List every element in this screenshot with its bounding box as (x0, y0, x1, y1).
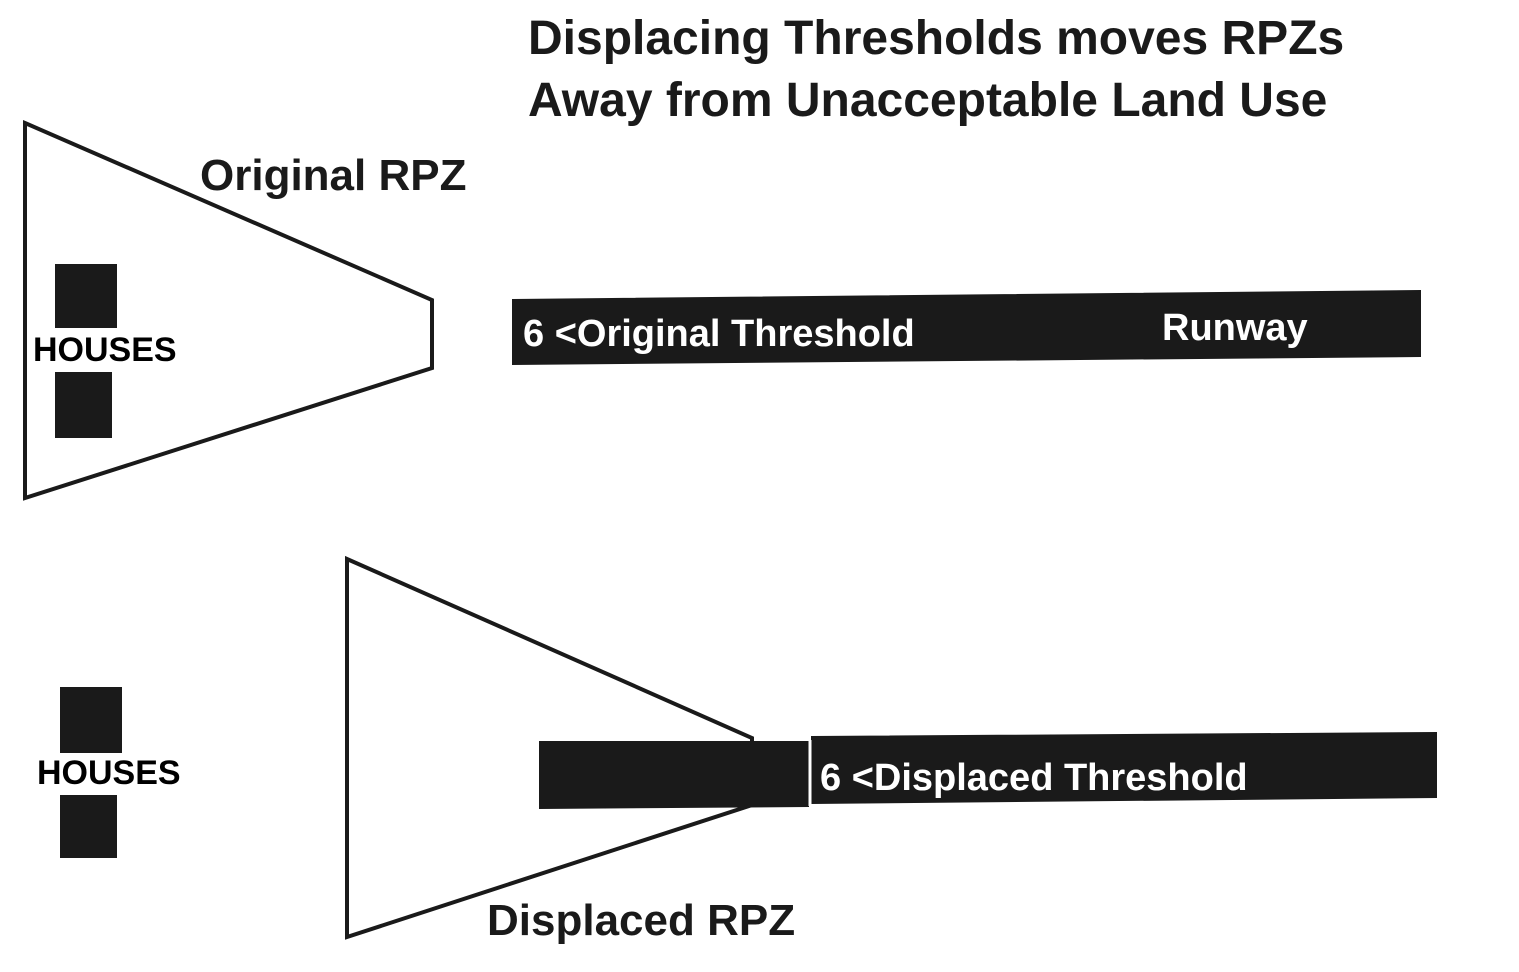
original-house-bottom (55, 372, 112, 438)
original-houses-label: HOUSES (33, 331, 177, 369)
displaced-house-top (60, 687, 122, 753)
original-rpz-label: Original RPZ (200, 151, 466, 200)
original-threshold-label: 6 <Original Threshold (523, 313, 915, 355)
displaced-runway (811, 731, 1437, 805)
displaced-rpz-label: Displaced RPZ (487, 896, 795, 945)
displaced-rpz-trapezoid (345, 555, 754, 940)
original-house-top (55, 264, 117, 328)
original-runway (512, 289, 1421, 366)
displaced-runway-pavement (539, 741, 809, 810)
diagram-title-line-1: Displacing Thresholds moves RPZs (528, 12, 1344, 65)
displaced-threshold-label: 6 <Displaced Threshold (820, 757, 1248, 799)
diagram-title-line-2: Away from Unacceptable Land Use (528, 74, 1327, 127)
displaced-houses-label: HOUSES (37, 754, 181, 792)
original-rpz-trapezoid (23, 119, 434, 501)
displaced-house-bottom (60, 795, 117, 858)
runway-label: Runway (1162, 307, 1308, 349)
